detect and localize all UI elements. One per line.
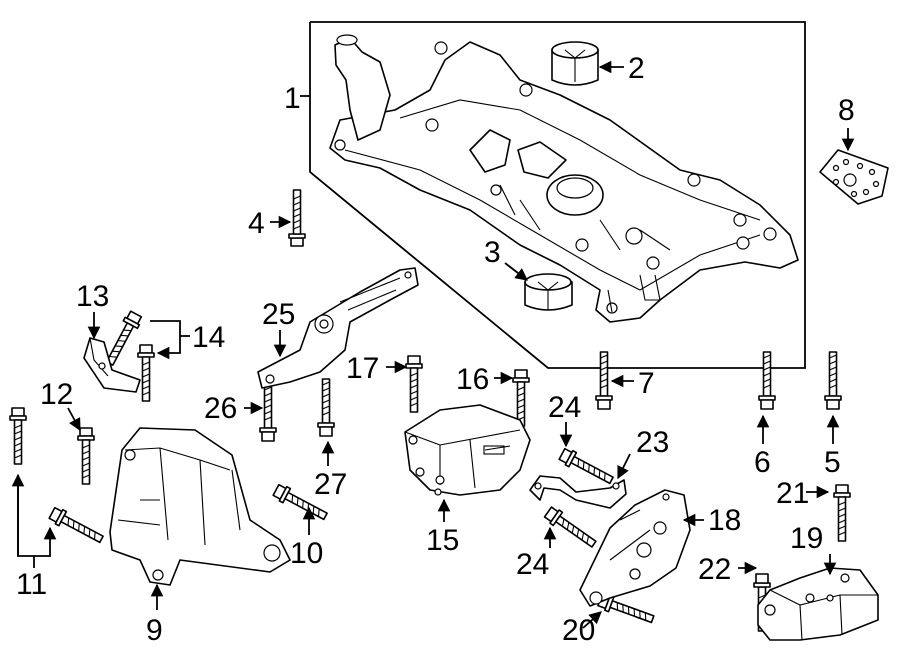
callout-12: 12 [40, 378, 73, 411]
stud-5 [824, 351, 842, 410]
bolt-4 [288, 189, 306, 247]
subframe-group [309, 21, 806, 369]
bolt-14-lower [137, 344, 155, 402]
leader-11 [17, 475, 57, 557]
bolt-11-long [9, 407, 27, 465]
callout-27: 27 [314, 468, 347, 501]
callout-26: 26 [204, 392, 237, 425]
callout-17: 17 [346, 352, 379, 385]
callout-23: 23 [636, 426, 669, 459]
mount-19 [757, 567, 879, 641]
bolt-21 [833, 484, 851, 542]
transmission-mount [404, 404, 531, 496]
callout-4: 4 [248, 207, 265, 240]
stud-6 [758, 351, 776, 410]
callout-11: 11 [16, 568, 47, 601]
callout-16: 16 [456, 363, 489, 396]
stud-7 [595, 351, 613, 410]
leader-20 [582, 611, 602, 629]
bolt-24-upper [557, 446, 617, 489]
leader-lines [11, 60, 855, 629]
bushing-lower [524, 273, 573, 311]
callout-1: 1 [284, 82, 301, 115]
callout-7: 7 [638, 367, 655, 400]
callout-18: 18 [708, 504, 741, 537]
callout-10: 10 [290, 537, 323, 570]
callout-20: 20 [562, 614, 595, 647]
engine-mount [109, 427, 291, 586]
bracket-18 [579, 489, 691, 607]
callout-6: 6 [754, 446, 771, 479]
callout-22: 22 [698, 553, 731, 586]
callout-14: 14 [192, 321, 225, 354]
callout-8: 8 [838, 94, 855, 127]
callout-25: 25 [262, 298, 295, 331]
callout-21: 21 [776, 477, 809, 510]
stud-26 [259, 383, 277, 442]
bolt-11-short [47, 505, 107, 548]
leader-23 [617, 453, 631, 480]
callout-13: 13 [76, 280, 109, 313]
reinforcement-plate [819, 149, 889, 205]
callout-2: 2 [628, 52, 645, 85]
leader-3 [504, 262, 528, 281]
bolt-17 [405, 355, 423, 413]
bolt-12 [77, 427, 95, 485]
callout-24b: 24 [516, 548, 549, 581]
leader-14 [150, 320, 181, 360]
callout-5: 5 [824, 446, 841, 479]
stud-27 [317, 378, 335, 437]
callout-9: 9 [146, 614, 163, 647]
subframe [329, 34, 799, 323]
subframe-callout-frame [309, 21, 806, 369]
bushing-upper [551, 41, 599, 86]
callout-19: 19 [790, 522, 823, 555]
callout-15: 15 [426, 524, 459, 557]
callout-24a: 24 [548, 391, 581, 424]
leader-12 [67, 407, 81, 432]
callout-labels: 1 2 3 4 5 6 7 8 9 10 11 12 13 14 15 16 1… [16, 52, 855, 647]
bracket-23 [529, 475, 627, 509]
bolt-24-lower [542, 504, 600, 552]
torque-rod [257, 267, 419, 389]
callout-3: 3 [484, 236, 501, 269]
